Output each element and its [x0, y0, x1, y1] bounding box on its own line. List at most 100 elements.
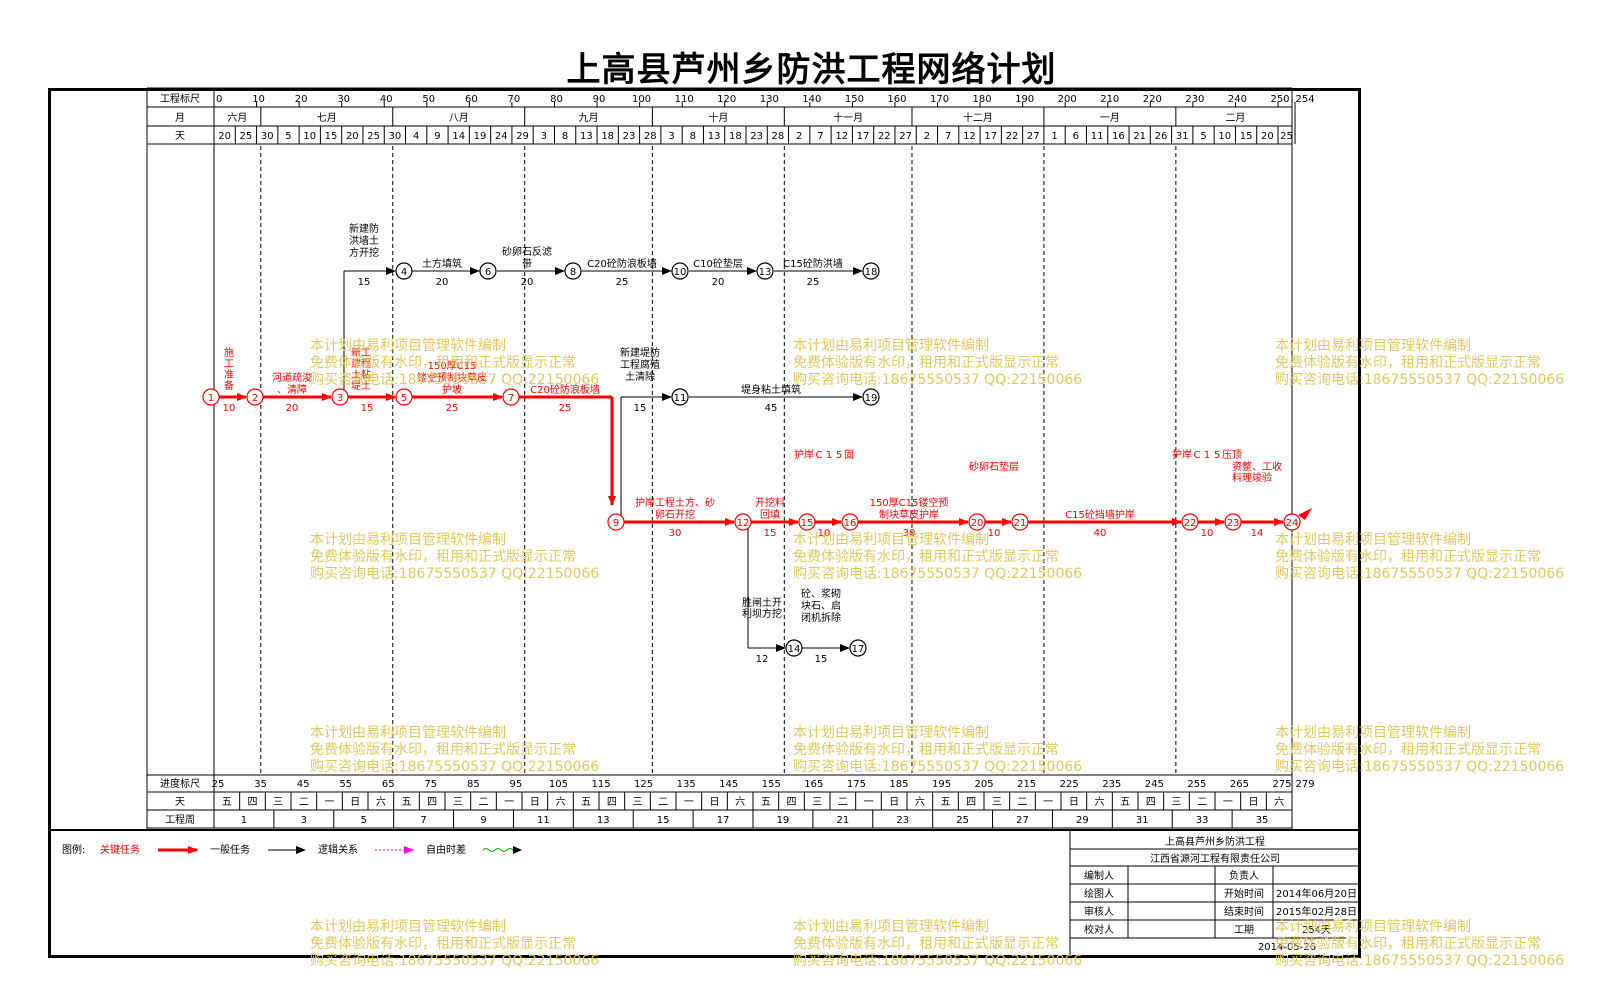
month-label: 六月: [227, 112, 247, 124]
watermark-text: 免费体验版有水印，租用和正式版显示正常: [793, 936, 1059, 952]
weekday-label: 四: [787, 797, 797, 808]
task-name: 卵石开挖: [655, 508, 695, 521]
watermark-text: 免费体验版有水印，租用和正式版显示正常: [793, 742, 1059, 758]
week-label: 33: [1196, 815, 1209, 826]
watermark-text: 免费体验版有水印，租用和正式版显示正常: [793, 549, 1059, 565]
task-name: 、: [1252, 462, 1262, 473]
weekday-label: 五: [581, 797, 591, 808]
scale-label: 进度标尺: [160, 777, 200, 790]
task-name: 1: [1204, 450, 1210, 461]
progress-tick: 165: [804, 779, 823, 790]
chart-frame: [48, 88, 1361, 958]
task-name: 制块草皮护岸: [879, 508, 939, 521]
task-name: 资: [1232, 461, 1242, 473]
task-name: 护岸工程土方、砂: [635, 496, 715, 509]
task-name: C15砼防洪墙: [783, 257, 843, 270]
weekday-label: 一: [1223, 797, 1233, 808]
tick-label: 200: [1058, 94, 1077, 105]
weekday-label: 三: [273, 797, 283, 808]
day-label: 16: [1112, 131, 1125, 142]
day-label: 5: [285, 131, 291, 142]
day-label: 26: [1155, 131, 1168, 142]
node-circle: [756, 262, 774, 280]
tick-label: 210: [1100, 94, 1119, 105]
weekday-label: 一: [864, 797, 874, 808]
task-duration: 25: [559, 403, 572, 414]
day-label: 18: [601, 131, 614, 142]
day-label: 22: [1006, 131, 1019, 142]
weekday-label: 日: [710, 797, 720, 808]
task-name: 闭机拆除: [801, 611, 841, 624]
task-name: 护: [1172, 448, 1182, 461]
node-5: 5: [401, 393, 407, 404]
node-16: 16: [844, 518, 857, 529]
weekday-label: 二: [1197, 797, 1207, 808]
weekday-label: 二: [299, 797, 309, 808]
day-label: 19: [474, 131, 487, 142]
task-name: 层: [1009, 461, 1019, 473]
tick-label: 80: [550, 94, 563, 105]
progress-tick: 185: [889, 779, 908, 790]
scale-label: 天: [175, 131, 185, 142]
task-name: 顶: [1232, 449, 1242, 461]
week-label: 17: [717, 815, 730, 826]
node-6: 6: [485, 267, 491, 278]
task-name: 新建防: [349, 222, 379, 235]
task-name: 收: [1272, 460, 1282, 473]
weekday-label: 日: [530, 797, 540, 808]
day-label: 3: [541, 131, 547, 142]
watermark-text: 购买咨询电话:18675550537 QQ:22150066: [793, 759, 1082, 775]
legend-critical-label: 关键任务: [100, 843, 140, 856]
task-name: C: [1194, 450, 1201, 461]
day-label: 21: [1133, 131, 1146, 142]
task-duration: 12: [756, 654, 769, 665]
node-circle: [479, 262, 497, 280]
tick-label: 130: [760, 94, 779, 105]
day-label: 17: [857, 131, 870, 142]
watermark-text: 本计划由易利项目管理软件编制: [310, 338, 506, 354]
weekday-label: 五: [941, 797, 951, 808]
task-name: 块石、启: [801, 599, 841, 612]
month-label: 十一月: [833, 111, 863, 124]
tick-label: 254: [1295, 94, 1314, 105]
info-cell: 绘图人: [1084, 887, 1114, 900]
weekday-label: 日: [889, 797, 899, 808]
task-name: 卵: [979, 461, 989, 473]
task-name: 土方填筑: [422, 257, 462, 270]
task-name: 堤身粘土填筑: [741, 383, 801, 396]
info-cell: 2014年06月20日: [1276, 887, 1357, 900]
tick-label: 50: [422, 94, 435, 105]
weekday-label: 二: [1018, 797, 1028, 808]
node-21: 21: [1014, 518, 1027, 529]
weekday-label: 三: [453, 797, 463, 808]
task-duration: 14: [1251, 528, 1264, 539]
day-label: 14: [452, 131, 465, 142]
scale-label: 天: [175, 797, 185, 808]
task-duration: 25: [446, 403, 459, 414]
task-name: 新: [351, 346, 361, 359]
task-duration: 20: [521, 277, 534, 288]
node-24: 24: [1286, 518, 1299, 529]
info-cell: 工期: [1234, 924, 1254, 936]
node-17: 17: [852, 644, 865, 655]
weekday-label: 一: [504, 797, 514, 808]
week-label: 1: [241, 815, 247, 826]
progress-tick: 205: [975, 779, 994, 790]
day-label: 2: [924, 131, 930, 142]
watermark-text: 购买咨询电话:18675550537 QQ:22150066: [793, 372, 1082, 388]
task-name: 砂: [969, 460, 979, 473]
watermark-text: 本计划由易利项目管理软件编制: [1275, 725, 1471, 741]
weekday-label: 三: [633, 797, 643, 808]
weekday-label: 日: [1249, 797, 1259, 808]
week-label: 11: [537, 815, 550, 826]
weekday-label: 日: [350, 797, 360, 808]
node-circle: [395, 262, 413, 280]
node-circle: [395, 388, 413, 406]
watermark-text: 本计划由易利项目管理软件编制: [1275, 919, 1471, 935]
week-label: 31: [1136, 815, 1149, 826]
node-22: 22: [1184, 518, 1197, 529]
weekday-label: 四: [427, 797, 437, 808]
day-label: 25: [367, 131, 380, 142]
progress-tick: 105: [549, 779, 568, 790]
progress-tick: 195: [932, 779, 951, 790]
